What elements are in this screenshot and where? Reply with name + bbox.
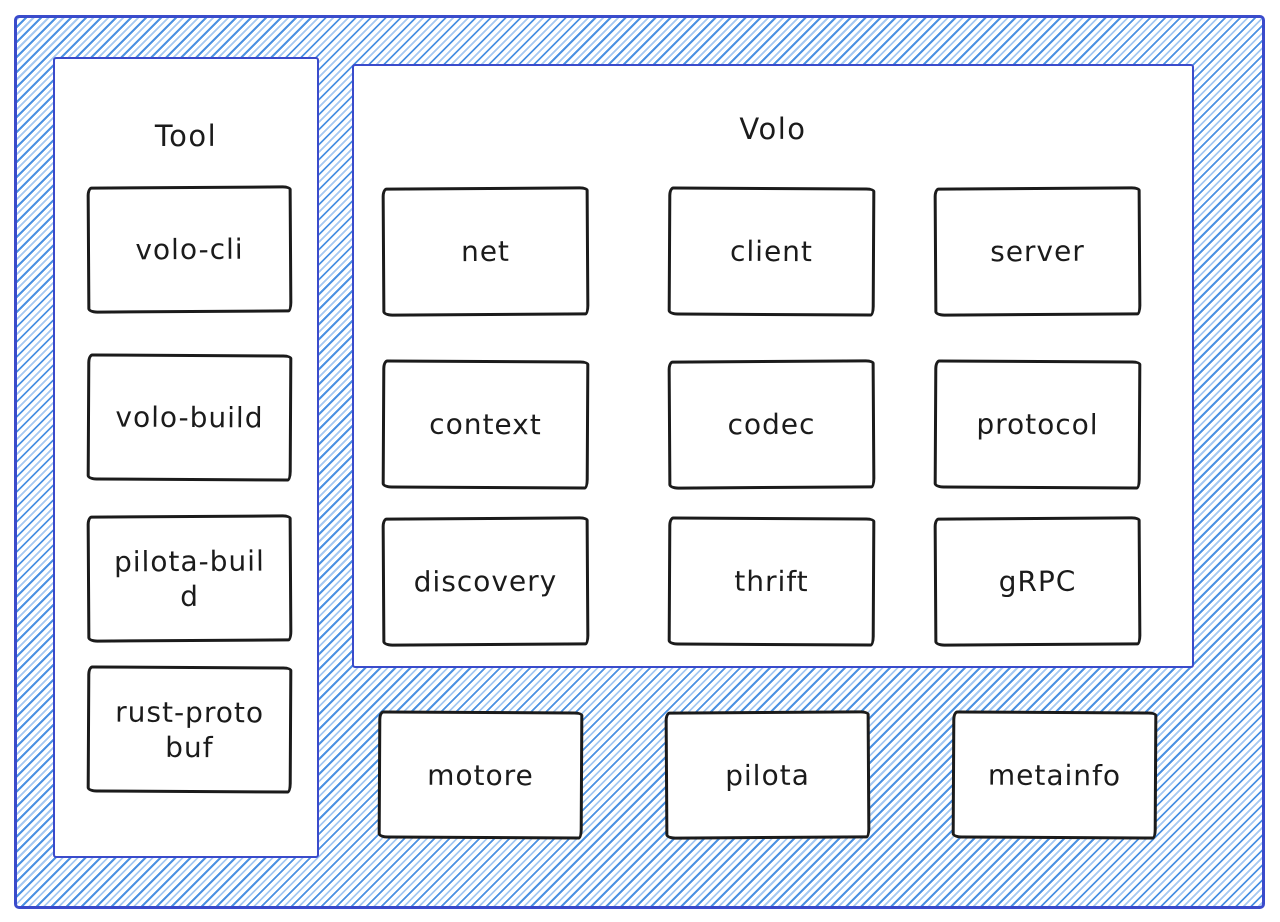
component-box-motore: motore (377, 710, 584, 840)
component-box-net: net (381, 186, 590, 317)
component-box-pilota-build: pilota-build (86, 514, 293, 643)
component-box-pilota: pilota (664, 710, 871, 840)
component-label: motore (427, 758, 534, 792)
component-label: client (729, 234, 814, 269)
component-label: discovery (413, 564, 558, 599)
component-label: volo-cli (135, 232, 244, 267)
tool-panel-title: Tool (154, 119, 218, 153)
component-box-server: server (933, 186, 1142, 317)
component-label: net (460, 234, 511, 269)
component-label: gRPC (998, 564, 1077, 599)
component-box-client: client (667, 186, 876, 317)
tool-panel: Tool volo-cli volo-build pilota-build ru… (53, 57, 319, 858)
component-label: volo-build (115, 400, 264, 435)
component-label: rust-protobuf (115, 695, 265, 764)
component-label: protocol (976, 407, 1099, 442)
component-label: metainfo (987, 758, 1122, 792)
component-label: pilota-build (113, 544, 265, 613)
component-box-context: context (381, 359, 590, 490)
component-label: thrift (734, 564, 809, 599)
component-box-metainfo: metainfo (951, 710, 1158, 840)
component-box-codec: codec (667, 359, 876, 490)
component-label: pilota (725, 758, 810, 792)
component-box-protocol: protocol (933, 359, 1142, 490)
volo-panel: Volo net client server context codec pro… (352, 64, 1194, 668)
component-label: server (990, 234, 1085, 269)
component-box-volo-build: volo-build (86, 353, 293, 482)
volo-panel-title: Volo (739, 112, 807, 146)
component-label: codec (727, 407, 816, 442)
component-box-rust-protobuf: rust-protobuf (86, 665, 293, 794)
component-label: context (429, 407, 542, 442)
component-box-grpc: gRPC (933, 516, 1142, 647)
component-box-volo-cli: volo-cli (86, 185, 293, 314)
component-box-thrift: thrift (667, 516, 876, 647)
component-box-discovery: discovery (381, 516, 590, 647)
